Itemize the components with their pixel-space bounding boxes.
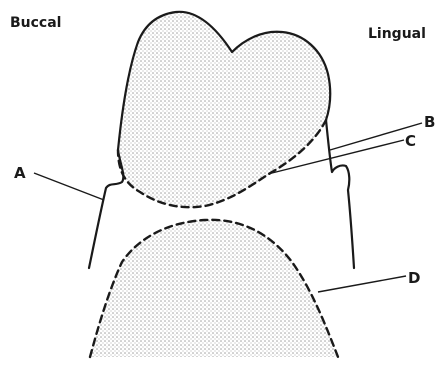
label-buccal: Buccal bbox=[10, 15, 61, 31]
lingual-wall-line bbox=[326, 120, 354, 268]
label-a: A bbox=[14, 164, 26, 182]
lower-stippled-mound bbox=[90, 220, 338, 357]
leader-d bbox=[318, 276, 406, 292]
label-b: B bbox=[424, 113, 435, 131]
buccal-wall-line bbox=[89, 150, 123, 268]
leader-a bbox=[34, 173, 104, 200]
label-d: D bbox=[408, 269, 420, 287]
label-lingual: Lingual bbox=[368, 26, 426, 42]
label-c: C bbox=[405, 132, 416, 150]
